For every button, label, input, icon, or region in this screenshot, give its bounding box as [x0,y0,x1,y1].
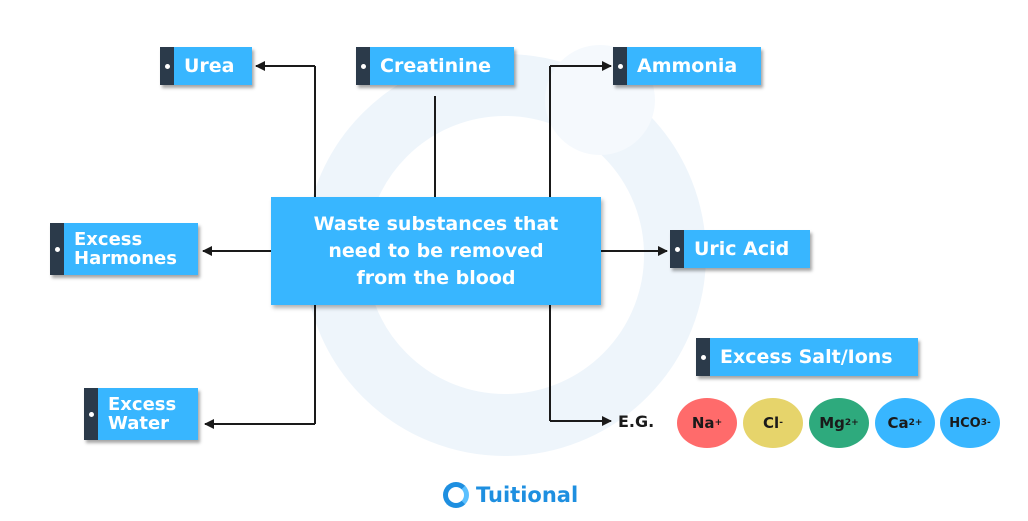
ion-charge: - [779,418,783,428]
ion-chloride: Cl- [743,398,803,448]
central-line-2: need to be removed [328,239,544,262]
ion-symbol: Cl [763,414,780,432]
tag-urea: Urea [160,47,252,85]
bullet-bar [670,230,684,268]
tag-excess-harmones: Excess Harmones [50,223,198,275]
tag-excess-salt-ions: Excess Salt/Ions [696,338,918,376]
bullet-bar [160,47,174,85]
tag-line-2: Water [108,413,170,434]
brand-name: Tuitional [476,483,579,507]
tag-label: Uric Acid [694,237,790,260]
tag-label: Ammonia [637,54,738,77]
ion-charge: 2+ [844,418,859,428]
tag-label: Excess Water [84,395,176,433]
bullet-bar [613,47,627,85]
ion-symbol: Ca [887,414,909,432]
ion-charge: + [714,418,723,428]
tag-label: Excess Salt/Ions [720,345,893,368]
tag-creatinine: Creatinine [356,47,514,85]
brand-logo: Tuitional [443,482,578,508]
ion-symbol: HCO [949,415,981,431]
tag-label: Excess Harmones [50,230,177,268]
bullet-bar [696,338,710,376]
ion-symbol: Na [691,414,715,432]
tag-uric-acid: Uric Acid [670,230,810,268]
ion-sodium: Na+ [677,398,737,448]
examples-label: E.G. [618,412,655,431]
ion-charge: 3- [980,418,991,428]
central-box: Waste substances that need to be removed… [271,197,601,305]
tag-excess-water: Excess Water [84,388,198,440]
central-text: Waste substances that need to be removed… [314,211,559,292]
tag-ammonia: Ammonia [613,47,761,85]
tag-label: Urea [184,54,235,77]
tag-line-1: Excess [108,394,177,415]
ion-charge: 2+ [908,418,923,428]
ring-logo-icon [443,482,469,508]
central-line-3: from the blood [356,266,516,289]
tag-label: Creatinine [380,54,492,77]
tag-line-2: Harmones [74,248,177,269]
bullet-bar [50,223,64,275]
bullet-bar [84,388,98,440]
tag-line-1: Excess [74,229,143,250]
ion-symbol: Mg [819,414,845,432]
bullet-bar [356,47,370,85]
central-line-1: Waste substances that [313,212,559,235]
